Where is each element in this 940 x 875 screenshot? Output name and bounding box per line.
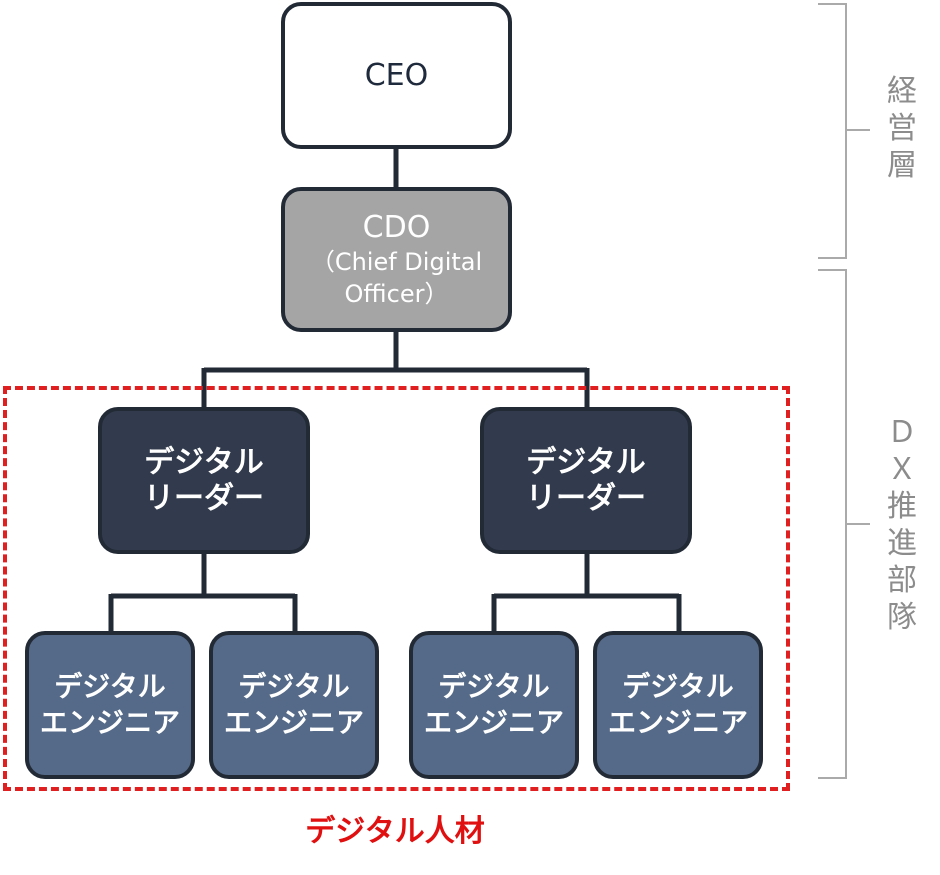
digital-leader-box: デジタル リーダー — [98, 407, 310, 554]
leader-label-line1: デジタル — [144, 444, 264, 480]
engineer-label-line2: エンジニア — [223, 706, 364, 739]
leader-label-line1: デジタル — [526, 444, 646, 480]
engineer-label-line1: デジタル — [622, 670, 734, 703]
engineer-label-line2: エンジニア — [607, 706, 748, 739]
engineer-label-line2: エンジニア — [39, 706, 180, 739]
engineer-label-line2: エンジニア — [423, 706, 564, 739]
ceo-label: CEO — [364, 58, 429, 93]
digital-engineer-box: デジタル エンジニア — [25, 631, 195, 779]
dx-team-bracket — [818, 269, 847, 779]
cdo-box: CDO （Chief Digital Officer） — [281, 187, 512, 332]
management-layer-label: 経営層 — [887, 74, 917, 183]
management-bracket — [818, 3, 847, 259]
cdo-subtitle-line1: （Chief Digital — [310, 247, 483, 276]
digital-engineer-box: デジタル エンジニア — [209, 631, 379, 779]
digital-engineer-box: デジタル エンジニア — [409, 631, 579, 779]
dx-team-label: ＤＸ推進部隊 — [887, 415, 917, 635]
digital-talent-group-outline — [3, 386, 790, 791]
digital-talent-label: デジタル人材 — [305, 814, 485, 849]
ceo-box: CEO — [281, 2, 512, 149]
engineer-label-line1: デジタル — [54, 670, 166, 703]
digital-leader-box: デジタル リーダー — [480, 407, 692, 554]
engineer-label-line1: デジタル — [438, 670, 550, 703]
leader-label-line2: リーダー — [144, 480, 264, 516]
cdo-label: CDO — [362, 209, 431, 245]
engineer-label-line1: デジタル — [238, 670, 350, 703]
cdo-subtitle-line2: Officer） — [344, 279, 449, 308]
digital-engineer-box: デジタル エンジニア — [593, 631, 763, 779]
leader-label-line2: リーダー — [526, 480, 646, 516]
